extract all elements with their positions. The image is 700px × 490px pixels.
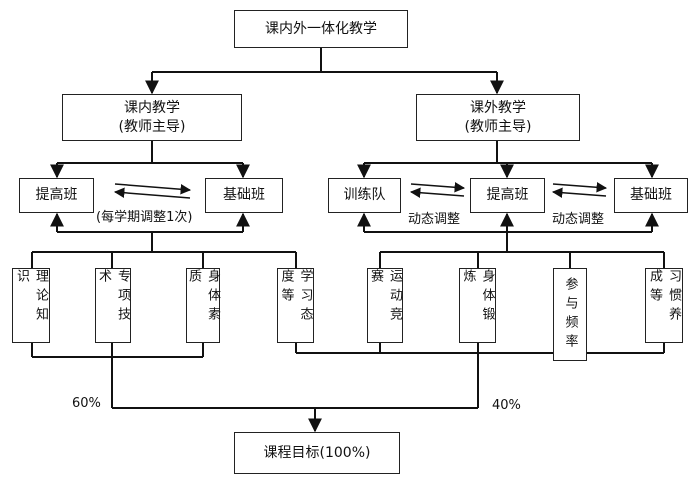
outer-team-label: 训练队 (343, 187, 386, 204)
outer-item-habit: 习惯养成等 (645, 268, 683, 343)
outer-team-node: 训练队 (328, 178, 401, 213)
top-title: 课内外一体化教学 (265, 20, 377, 37)
inner-adjust-note: (每学期调整1次) (96, 210, 193, 225)
outer-item-frequency: 参与频率 (553, 268, 587, 361)
inner-advanced-label: 提高班 (35, 187, 78, 204)
outer-item-competition: 运动竞赛 (367, 268, 403, 343)
outer-item-text: 运动竞赛 (368, 269, 402, 326)
outer-basic-label: 基础班 (630, 187, 672, 204)
inner-item-theory: 理论知识 (12, 268, 50, 343)
inner-item-text: 专项技术 (96, 269, 130, 326)
inner-item-text: 身体素质 (186, 269, 220, 326)
top-node: 课内外一体化教学 (234, 10, 408, 48)
inner-basic-node: 基础班 (205, 178, 283, 213)
outer-advanced-label: 提高班 (486, 187, 529, 204)
outer-dynamic-left: 动态调整 (408, 212, 461, 227)
outer-basic-node: 基础班 (614, 178, 688, 213)
inner-basic-label: 基础班 (223, 187, 265, 204)
inner-item-attitude: 学习态度等 (277, 268, 314, 343)
outer-subtitle: (教师主导) (464, 118, 532, 135)
goal-label: 课程目标(100%) (263, 444, 371, 461)
weight-left: 60% (72, 396, 101, 411)
outer-item-text: 习惯养成等 (647, 269, 681, 326)
outer-advanced-node: 提高班 (470, 178, 545, 213)
outer-teaching-node: 课外教学 (教师主导) (416, 94, 580, 141)
inner-item-fitness: 身体素质 (186, 268, 220, 343)
outer-title: 课外教学 (470, 99, 526, 116)
inner-teaching-node: 课内教学 (教师主导) (62, 94, 242, 141)
outer-item-text: 身体锻炼 (460, 269, 495, 326)
goal-node: 课程目标(100%) (234, 432, 400, 474)
weight-right: 40% (492, 398, 521, 413)
outer-dynamic-right: 动态调整 (552, 212, 605, 227)
inner-subtitle: (教师主导) (118, 118, 186, 135)
inner-item-text: 学习态度等 (278, 269, 313, 326)
inner-item-text: 理论知识 (14, 269, 48, 326)
inner-advanced-node: 提高班 (19, 178, 94, 213)
outer-item-text: 参与频率 (562, 276, 578, 353)
inner-item-skill: 专项技术 (95, 268, 131, 343)
inner-title: 课内教学 (124, 99, 180, 116)
outer-item-exercise: 身体锻炼 (459, 268, 496, 343)
